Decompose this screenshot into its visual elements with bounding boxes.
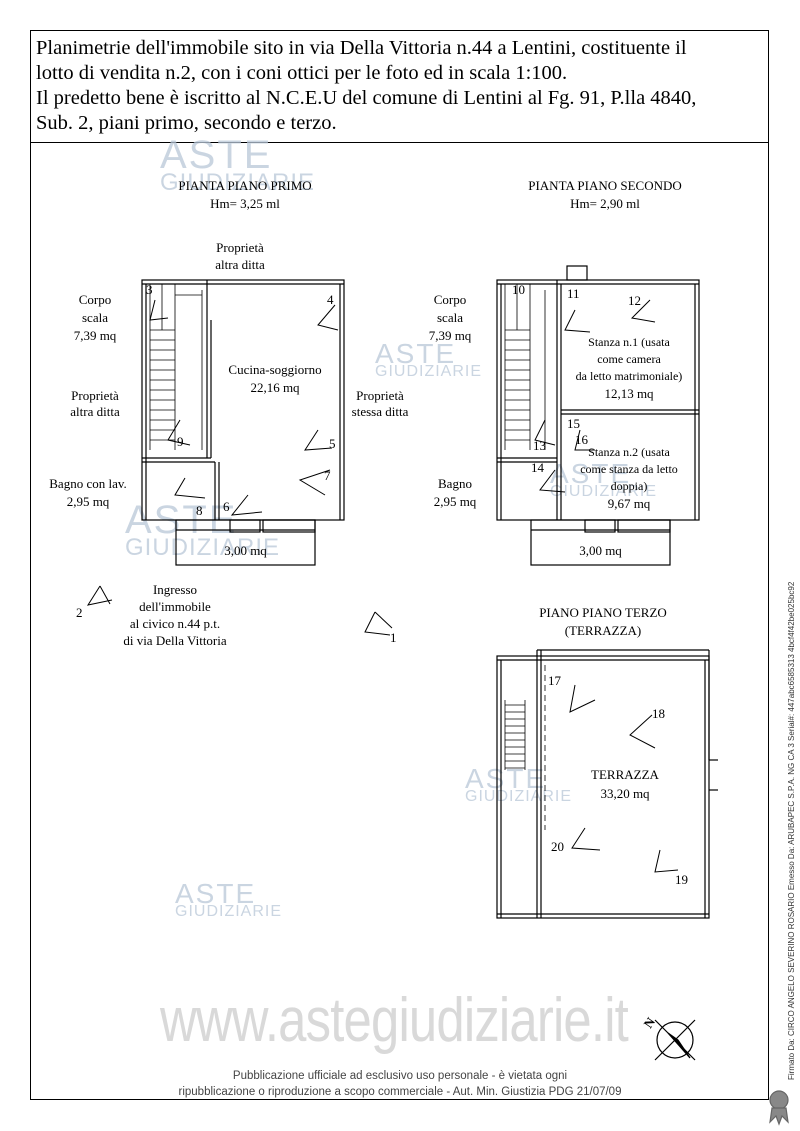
photo-cone-icon <box>629 714 656 749</box>
photo-marker: 3 <box>146 282 153 297</box>
document-header: Planimetrie dell'immobile sito in via De… <box>30 30 769 143</box>
room1-area: 12,13 mq <box>604 386 654 401</box>
photo-cone-icon <box>298 469 331 496</box>
footer-line-1: Pubblicazione ufficiale ad esclusivo uso… <box>232 1070 568 1082</box>
photo-marker: 6 <box>223 499 230 514</box>
photo-marker: 12 <box>628 293 641 308</box>
photo-cone-icon <box>167 419 191 446</box>
third-floor-subtitle: (TERRAZZA) <box>564 623 642 638</box>
first-floor-height: Hm= 3,25 ml <box>210 196 280 211</box>
photo-marker: 17 <box>548 673 561 688</box>
bath-area: 2,95 mq <box>433 494 477 509</box>
photo-cone-icon <box>230 494 263 516</box>
neighbor-right-label: stessa ditta <box>351 404 409 419</box>
photo-marker: 4 <box>327 292 334 307</box>
room2-label: come stanza da letto <box>580 462 678 476</box>
header-line-2: lotto di vendita n.2, con i coni ottici … <box>36 62 568 84</box>
entrance-label: Ingresso <box>152 582 198 597</box>
neighbor-top-label: altra ditta <box>215 257 265 272</box>
stair-label: Corpo <box>78 292 112 307</box>
room2-label: Stanza n.2 (usata <box>588 445 670 459</box>
stair-area: 7,39 mq <box>73 328 117 343</box>
photo-marker: 15 <box>567 416 580 431</box>
bath-label: Bagno con lav. <box>49 476 127 491</box>
photo-cone-icon <box>569 684 596 713</box>
room2-label: doppia) <box>610 479 648 493</box>
photo-marker: 20 <box>551 839 564 854</box>
photo-cone-icon <box>317 304 339 331</box>
photo-cone-icon <box>564 309 591 333</box>
second-floor-title: PIANTA PIANO SECONDO <box>528 178 682 193</box>
header-line-3: Il predetto bene è iscritto al N.C.E.U d… <box>36 87 697 109</box>
balcony-area: 3,00 mq <box>579 543 622 558</box>
balcony-area: 3,00 mq <box>224 543 267 558</box>
photo-marker: 19 <box>675 872 688 887</box>
stair-label: scala <box>437 310 463 325</box>
photo-marker: 14 <box>531 460 544 475</box>
kitchen-label: Cucina-soggiorno <box>228 362 322 377</box>
digital-signature-text: Firmato Da: CIRCO ANGELO SEVERINO ROSARI… <box>787 581 796 1080</box>
third-floor-outline <box>496 655 710 919</box>
first-floor-title: PIANTA PIANO PRIMO <box>178 178 312 193</box>
terrace-label: TERRAZZA <box>591 767 659 782</box>
footer-notice: Pubblicazione ufficiale ad esclusivo uso… <box>150 1068 650 1100</box>
photo-marker: 10 <box>512 282 525 297</box>
neighbor-left-label: altra ditta <box>70 404 120 419</box>
photo-cone-icon <box>364 611 393 636</box>
room1-label: Stanza n.1 (usata <box>588 335 670 349</box>
photo-cone-icon <box>304 429 333 451</box>
photo-marker: 2 <box>76 605 83 620</box>
room2-area: 9,67 mq <box>607 496 651 511</box>
photo-marker: 13 <box>533 438 546 453</box>
photo-marker: 5 <box>329 436 336 451</box>
stair-label: Corpo <box>433 292 467 307</box>
neighbor-left-label: Proprietà <box>71 388 119 403</box>
photo-cone-icon <box>174 477 206 499</box>
entrance-label: di via Della Vittoria <box>123 633 227 648</box>
photo-cone-icon <box>574 429 595 451</box>
third-floor-title: PIANO PIANO TERZO <box>539 605 667 620</box>
kitchen-area: 22,16 mq <box>250 380 300 395</box>
photo-marker: 18 <box>652 706 665 721</box>
photo-cone-icon <box>86 585 113 606</box>
photo-marker: 8 <box>196 503 203 518</box>
photo-cone-icon <box>630 299 656 323</box>
neighbor-right-label: Proprietà <box>356 388 404 403</box>
neighbor-top-label: Proprietà <box>216 240 264 255</box>
room1-label: da letto matrimoniale) <box>575 369 683 383</box>
document-frame <box>30 30 769 1100</box>
room1-label: come camera <box>597 352 661 366</box>
photo-marker: 11 <box>567 286 580 301</box>
bath-area: 2,95 mq <box>66 494 110 509</box>
photo-cone-icon <box>149 299 169 321</box>
photo-cone-icon <box>534 419 556 446</box>
photo-marker: 16 <box>575 432 588 447</box>
header-line-4: Sub. 2, piani primo, secondo e terzo. <box>36 112 337 134</box>
photo-marker: 1 <box>390 630 397 645</box>
photo-marker: 7 <box>324 468 331 483</box>
bath-label: Bagno <box>438 476 472 491</box>
photo-cone-icon <box>571 827 601 851</box>
header-line-1: Planimetrie dell'immobile sito in via De… <box>36 37 687 59</box>
stair-label: scala <box>82 310 108 325</box>
seal-icon <box>769 1090 789 1126</box>
entrance-label: al civico n.44 p.t. <box>129 616 221 631</box>
photo-cone-icon <box>654 849 679 873</box>
second-floor-height: Hm= 2,90 ml <box>570 196 640 211</box>
photo-cone-icon <box>539 469 566 493</box>
stair-area: 7,39 mq <box>428 328 472 343</box>
footer-line-2: ripubblicazione o riproduzione a scopo c… <box>178 1086 622 1098</box>
entrance-label: dell'immobile <box>139 599 211 614</box>
compass-icon <box>654 1019 696 1061</box>
watermark-site: www.astegiudiziarie.it <box>160 986 629 1055</box>
terrace-area: 33,20 mq <box>600 786 650 801</box>
photo-marker: 9 <box>177 434 184 449</box>
